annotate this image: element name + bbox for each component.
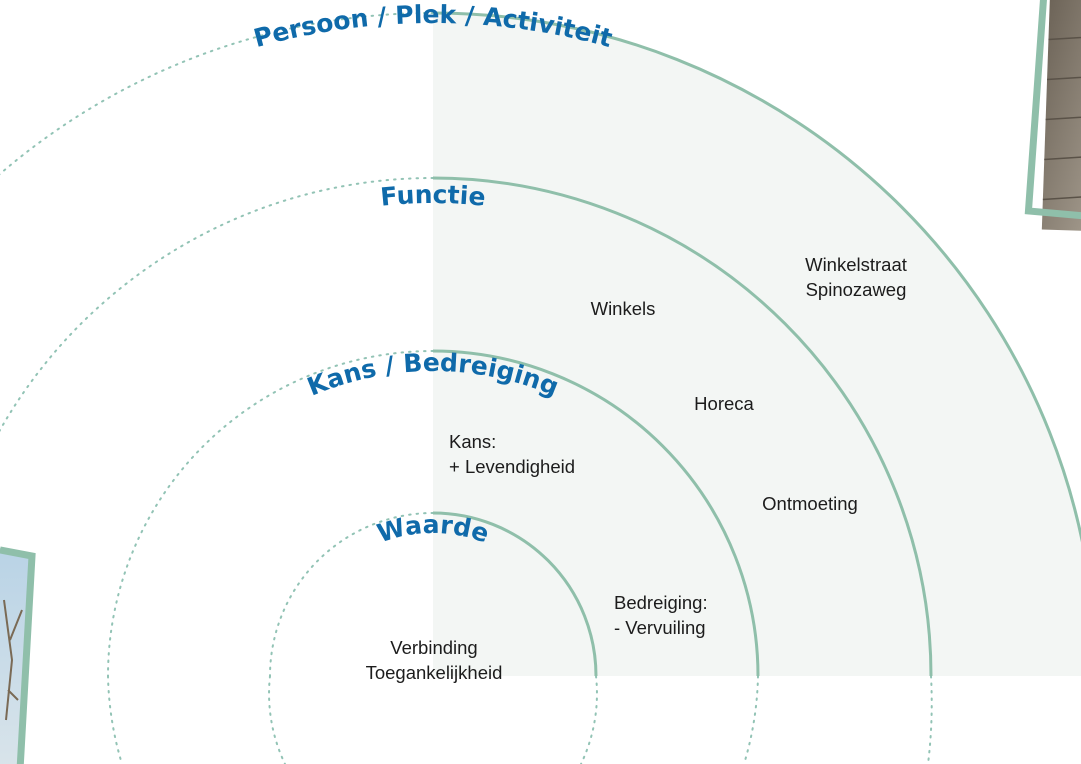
item-ontmoeting: Ontmoeting	[745, 491, 875, 516]
item-bedreiging-line2: - Vervuiling	[614, 617, 706, 638]
item-kans: Kans: + Levendigheid	[449, 429, 575, 479]
item-winkels-text: Winkels	[590, 298, 656, 319]
item-waarde-line2: Toegankelijkheid	[365, 662, 503, 683]
street-photo	[1024, 0, 1081, 232]
ring-functie-solid	[432, 176, 933, 677]
item-kans-line2: + Levendigheid	[449, 456, 576, 477]
ring-label-functie: Functie	[379, 180, 487, 212]
ring-waarde-dotted	[269, 512, 434, 677]
item-kans-line1: Kans:	[449, 431, 497, 452]
item-waarde-line1: Verbinding	[390, 637, 478, 658]
item-winkelstraat-spinozaweg: Winkelstraat Spinozaweg	[776, 252, 936, 302]
item-bedreiging-line1: Bedreiging:	[614, 592, 708, 613]
ring-kans-solid	[432, 349, 760, 677]
item-waarde: Verbinding Toegankelijkheid	[344, 635, 524, 685]
ring-bottom-dotted	[107, 675, 933, 764]
item-winkelstraat-line2: Spinozaweg	[805, 279, 907, 300]
item-winkelstraat-line1: Winkelstraat	[805, 254, 907, 275]
ring-waarde-solid	[432, 511, 598, 677]
item-horeca-text: Horeca	[694, 393, 754, 414]
ring-outer-solid	[432, 11, 1081, 544]
item-winkels: Winkels	[563, 296, 683, 321]
ring-outer-dotted	[0, 12, 434, 176]
item-ontmoeting-text: Ontmoeting	[762, 493, 858, 514]
item-bedreiging: Bedreiging: - Vervuiling	[614, 590, 708, 640]
svg-text:Functie: Functie	[379, 180, 487, 212]
ring-functie-dotted	[0, 177, 434, 433]
ring-kans-dotted	[107, 350, 434, 677]
sector-background	[433, 13, 1081, 676]
tree-photo	[0, 546, 36, 764]
item-horeca: Horeca	[664, 391, 784, 416]
